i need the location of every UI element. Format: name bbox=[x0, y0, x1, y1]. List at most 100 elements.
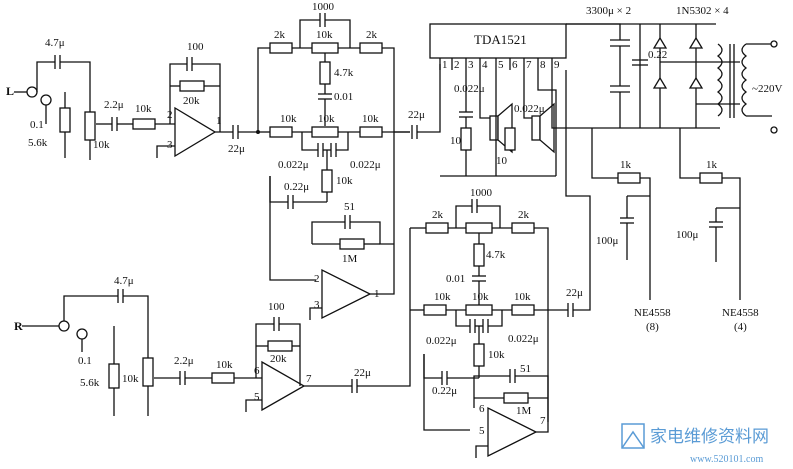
power-supply: 3300μ × 2 1N5302 × 4 0.22 bbox=[566, 5, 782, 333]
res-label: 2k bbox=[274, 29, 286, 41]
pot-label: 10k bbox=[122, 373, 139, 385]
res-tone-center-right bbox=[473, 343, 485, 367]
cap-fb-left: 100 bbox=[187, 41, 204, 53]
cap-label: 51 bbox=[520, 363, 531, 375]
res-label: 10k bbox=[216, 359, 233, 371]
res-tone-center-left bbox=[321, 169, 333, 193]
opamp-pin: 3 bbox=[314, 299, 320, 311]
ic-pin: 1 bbox=[442, 59, 448, 71]
mains-terminal-icon bbox=[770, 40, 778, 48]
ic-pin: 7 bbox=[526, 59, 532, 71]
right-preamp: R 4.7μ 0.1 5.6k 10k 2.2μ 10k 6 5 7 100 bbox=[14, 228, 411, 416]
diode-icon bbox=[688, 36, 704, 49]
cap-label: 4.7μ bbox=[114, 275, 134, 287]
res-label: 20k bbox=[270, 353, 287, 365]
res-input-left-label: 5.6k bbox=[28, 137, 48, 149]
res-tone-fb-right bbox=[503, 392, 529, 404]
opamp-left-tone bbox=[321, 268, 372, 320]
res-fb-left-label: 20k bbox=[183, 95, 200, 107]
res-label: 10k bbox=[434, 291, 451, 303]
speaker-right-coil bbox=[531, 115, 541, 141]
res-tone-mid-left bbox=[319, 61, 331, 85]
res-out-right bbox=[504, 127, 516, 151]
pot-left-label: 10k bbox=[93, 139, 110, 151]
res-tone-left-2k-b bbox=[359, 42, 383, 54]
cap-label: 0.01 bbox=[334, 91, 353, 103]
cap-label: 100 bbox=[268, 301, 285, 313]
cap-tone-top-left: 1000 bbox=[312, 1, 335, 13]
ic-pin: 2 bbox=[454, 59, 460, 71]
res-label: 1k bbox=[706, 159, 718, 171]
opamp-pin: 7 bbox=[540, 415, 546, 427]
mains-terminal-icon bbox=[770, 126, 778, 134]
cap-label: 22μ bbox=[566, 287, 583, 299]
res-label: 10 bbox=[496, 155, 508, 167]
res-rail-right bbox=[699, 172, 723, 184]
ic-pin: 5 bbox=[498, 59, 504, 71]
cap-label: 22μ bbox=[354, 367, 371, 379]
cap-power-mid: 0.22 bbox=[648, 49, 667, 61]
cap-coupling-left: 2.2μ bbox=[104, 99, 124, 111]
cap-label: 0.022μ bbox=[508, 333, 539, 345]
res-series-left-label: 10k bbox=[135, 103, 152, 115]
res-fb-right bbox=[267, 340, 293, 352]
ic-name: TDA1521 bbox=[474, 32, 527, 47]
input-label-left: L bbox=[6, 84, 14, 98]
right-tone-network: 2k 2k 1000 4.7k 0.01 10k 10k 10k 0.022μ … bbox=[410, 70, 591, 458]
res-label: 5.6k bbox=[80, 377, 100, 389]
res-series-left bbox=[132, 118, 156, 130]
res-label: 4.7k bbox=[334, 67, 354, 79]
cap-label: 100μ bbox=[596, 235, 619, 247]
ic-pin: 3 bbox=[468, 59, 474, 71]
input-jack-left-ring bbox=[40, 94, 52, 106]
mains-label: ~220V bbox=[752, 83, 782, 95]
opamp-pin: 3 bbox=[167, 139, 173, 151]
res-label: 1M bbox=[516, 405, 532, 417]
res-label: 10k bbox=[280, 113, 297, 125]
cap-label: 0.022μ bbox=[426, 335, 457, 347]
res-tone-right-2k-a bbox=[425, 222, 449, 234]
input-jack-left bbox=[26, 86, 38, 98]
res-tone-bass-left-a bbox=[269, 126, 293, 138]
res-label: 1M bbox=[342, 253, 358, 265]
input-label-right: R bbox=[14, 319, 23, 333]
ic-pin: 9 bbox=[554, 59, 560, 71]
input-jack-right bbox=[58, 320, 70, 332]
pot-tone-bass-left bbox=[311, 126, 339, 138]
pot-tone-treble-left bbox=[311, 42, 339, 54]
res-input-right bbox=[108, 363, 120, 389]
opamp-pin: 1 bbox=[216, 115, 222, 127]
cap-label: 0.022μ bbox=[350, 159, 381, 171]
speaker-left-coil bbox=[489, 115, 499, 141]
res-label: 10k bbox=[362, 113, 379, 125]
pot-tone-treble-right bbox=[465, 222, 493, 234]
diode-icon bbox=[652, 76, 668, 89]
cap-out-ic-left: 0.022μ bbox=[454, 83, 485, 95]
opamp-pin: 5 bbox=[254, 391, 260, 403]
opamp-pin: 6 bbox=[254, 365, 260, 377]
res-input-left bbox=[59, 107, 71, 133]
res-tone-bass-right-b bbox=[511, 304, 535, 316]
cap-label: 22μ bbox=[408, 109, 425, 121]
cap-out-left: 22μ bbox=[228, 143, 245, 155]
ic-pin: 6 bbox=[512, 59, 518, 71]
ne4558-left-pin: (8) bbox=[646, 321, 659, 333]
res-rail-left bbox=[617, 172, 641, 184]
power-diodes-label: 1N5302 × 4 bbox=[676, 5, 729, 17]
cap-out-ic-right: 0.022μ bbox=[514, 103, 545, 115]
cap-label: 0.22μ bbox=[284, 181, 309, 193]
opamp-pin: 5 bbox=[479, 425, 485, 437]
left-tone-network: 2k 10k 2k 1000 4.7k 0.01 10k 10k 10k bbox=[257, 1, 441, 320]
input-jack-right-ring bbox=[76, 328, 88, 340]
ne4558-right-pin: (4) bbox=[734, 321, 747, 333]
ic-body bbox=[429, 23, 567, 59]
res-fb-left bbox=[179, 80, 205, 92]
res-tone-left-2k-a bbox=[269, 42, 293, 54]
opamp-pin: 6 bbox=[479, 403, 485, 415]
res-label: 4.7k bbox=[486, 249, 506, 261]
cap-small-left: 0.1 bbox=[30, 119, 44, 131]
transformer-icon: ~220V bbox=[716, 40, 782, 134]
res-tone-fb-left bbox=[339, 238, 365, 250]
ne4558-left: NE4558 bbox=[634, 307, 671, 319]
res-label: 10 bbox=[450, 135, 462, 147]
